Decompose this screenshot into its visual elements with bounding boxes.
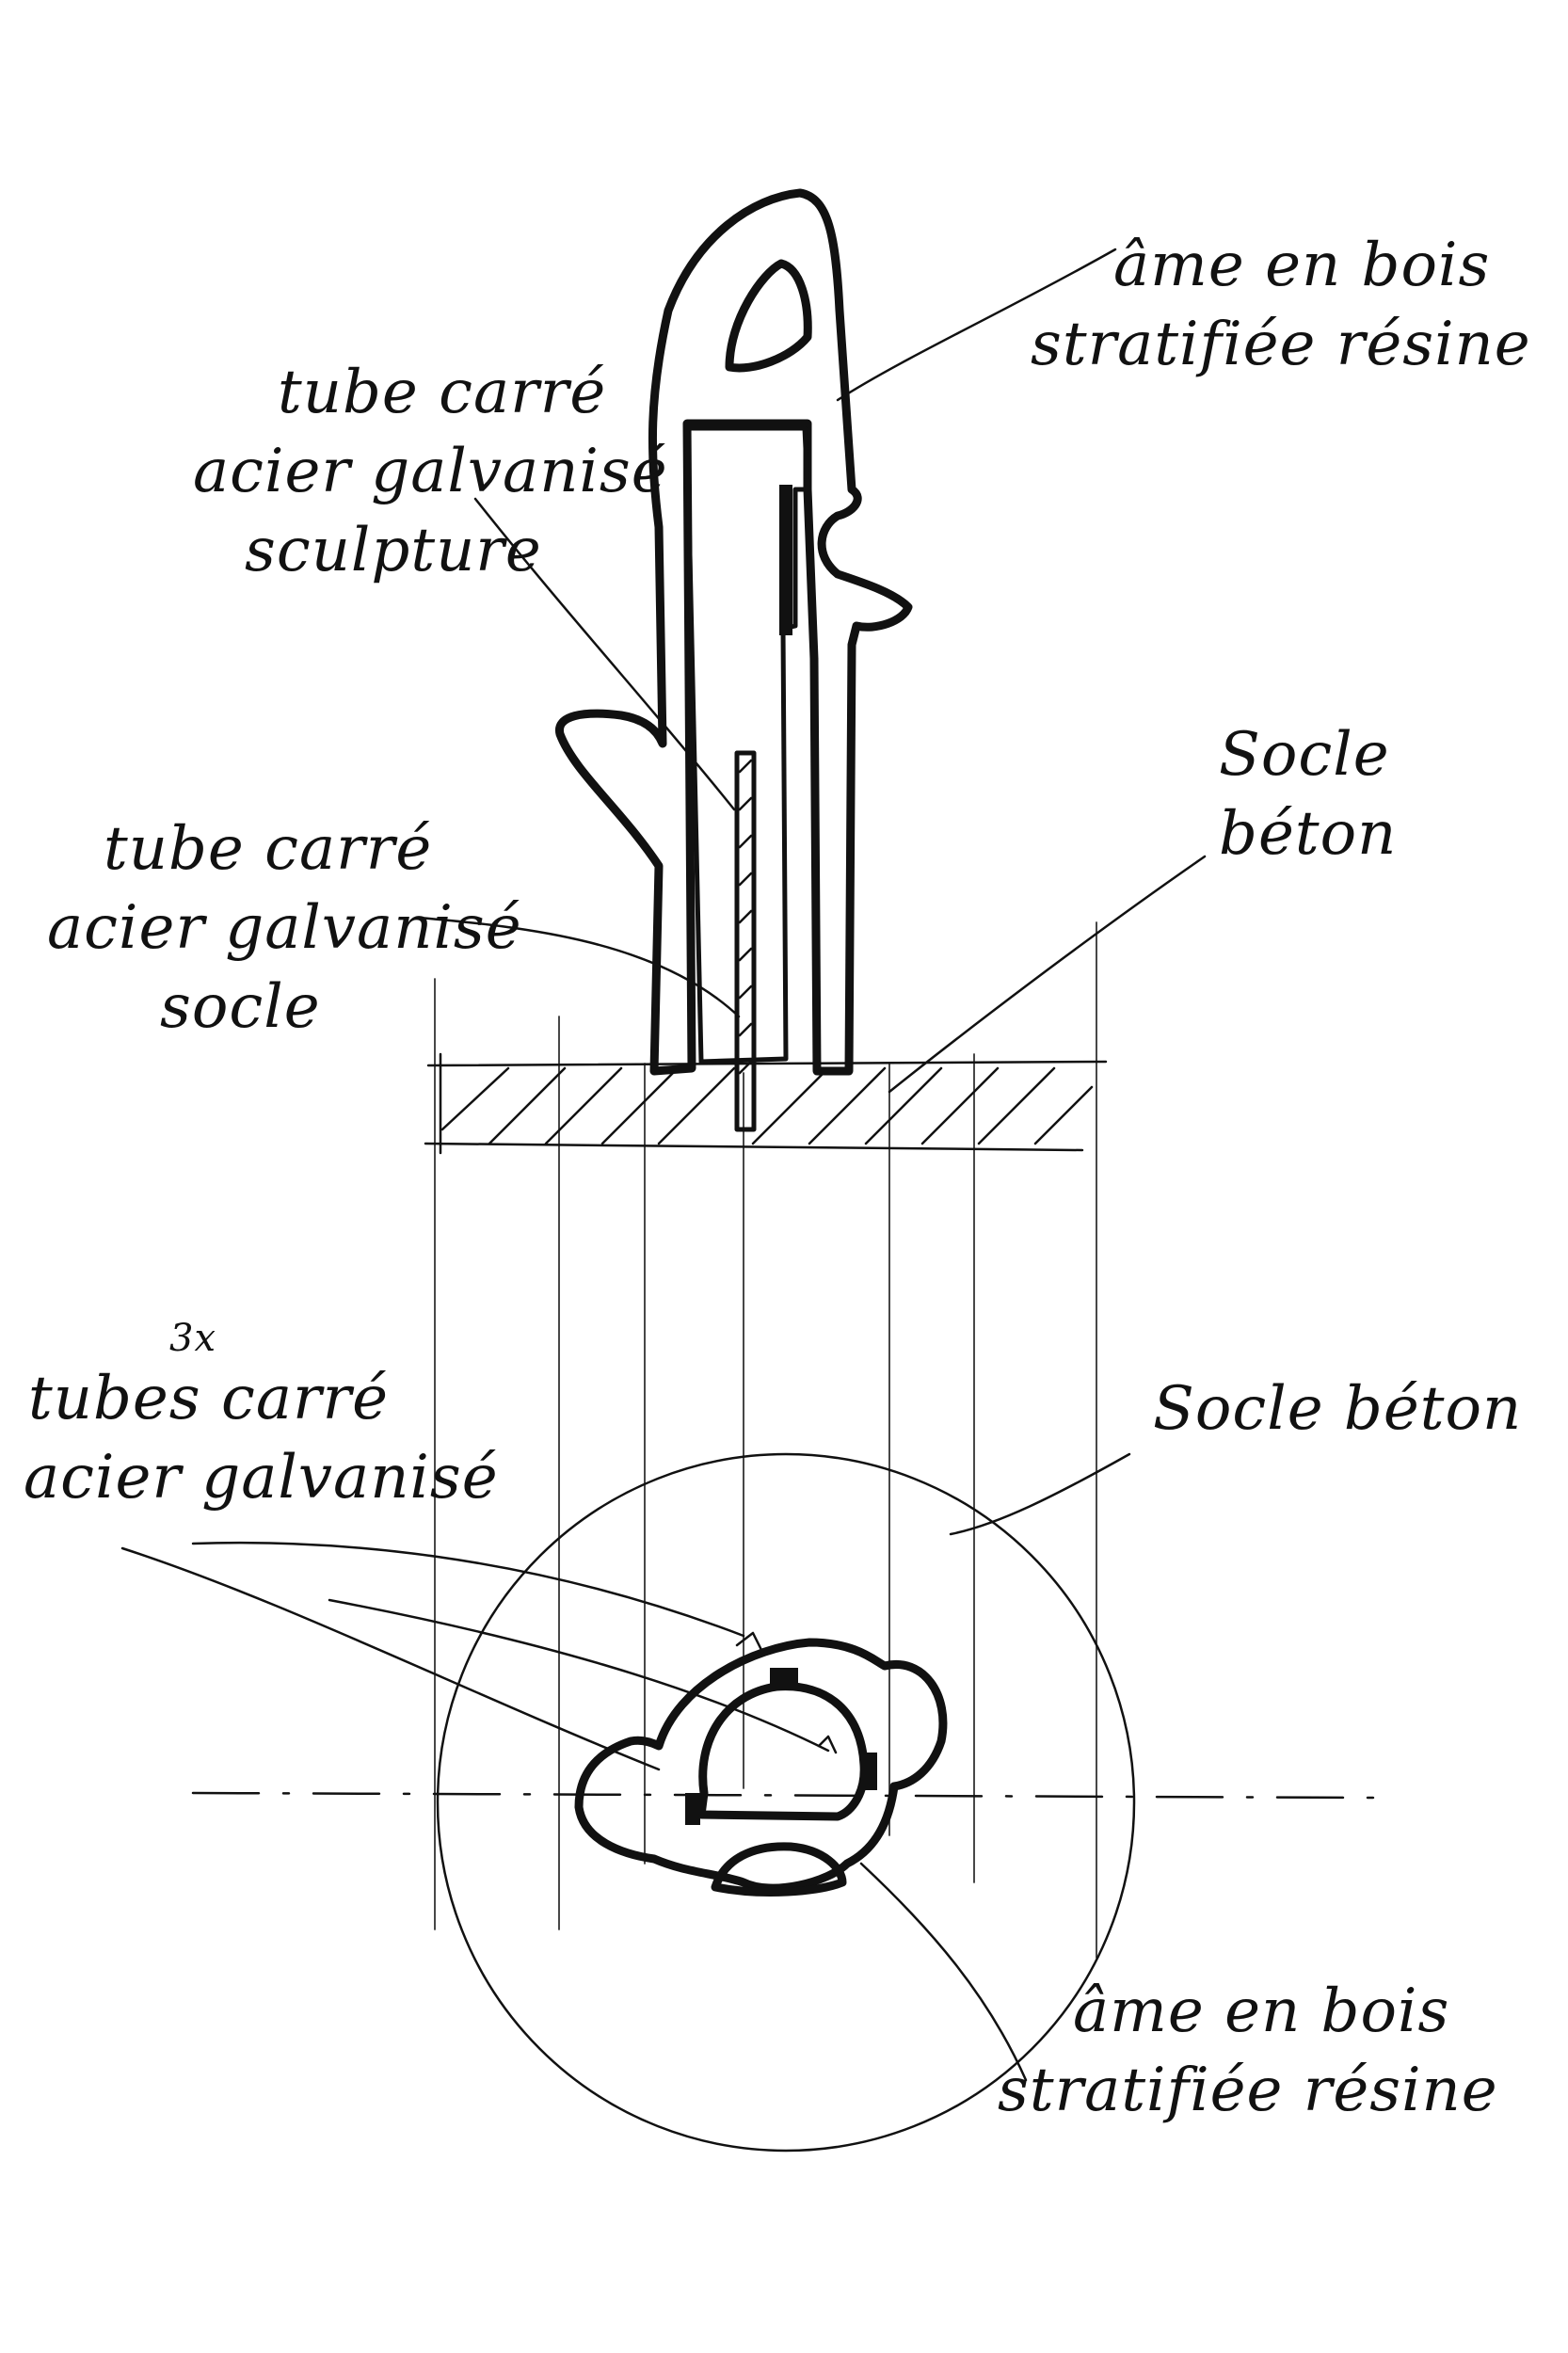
- plan-sculpture-lobes: [574, 1638, 948, 1893]
- plan-tube-1: [770, 1668, 798, 1687]
- sculpture-elevation: [555, 188, 913, 1132]
- label-tube-socle: tube carré acier galvanisé socle: [47, 814, 522, 1042]
- sculpture-inner-channel: [684, 425, 810, 1064]
- label-socle-beton-plan: Socle béton: [1153, 1374, 1523, 1444]
- leader-lines: [120, 248, 1207, 2082]
- label-ame-bottom: âme en bois stratifiée résine: [998, 1977, 1498, 2125]
- base-section: [424, 1052, 1108, 1155]
- sculpture-body: [555, 188, 913, 1076]
- plan-tube-2: [864, 1753, 877, 1790]
- label-tubes-plan: 3x tubes carré acier galvanisé: [24, 1317, 499, 1513]
- plan-tube-3: [685, 1793, 700, 1825]
- concrete-base-circle: [436, 1452, 1136, 2153]
- label-tube-sculpture: tube carré acier galvanisé sculpture: [193, 358, 668, 585]
- axis-line: [191, 1791, 1381, 1800]
- galvanised-tube-sculpture: [779, 485, 792, 635]
- plan-inner-ring: [696, 1682, 869, 1821]
- projection-lines: [434, 921, 1097, 1959]
- plan-view: [191, 1452, 1381, 2153]
- plan-lower-hole: [711, 1842, 847, 1897]
- label-socle-beton-top: Socle béton: [1219, 720, 1398, 869]
- galvanised-tube-socle: [734, 750, 757, 1132]
- sculpture-eye-hole: [725, 259, 812, 373]
- label-ame-top: âme en bois stratifiée résine: [1031, 231, 1531, 379]
